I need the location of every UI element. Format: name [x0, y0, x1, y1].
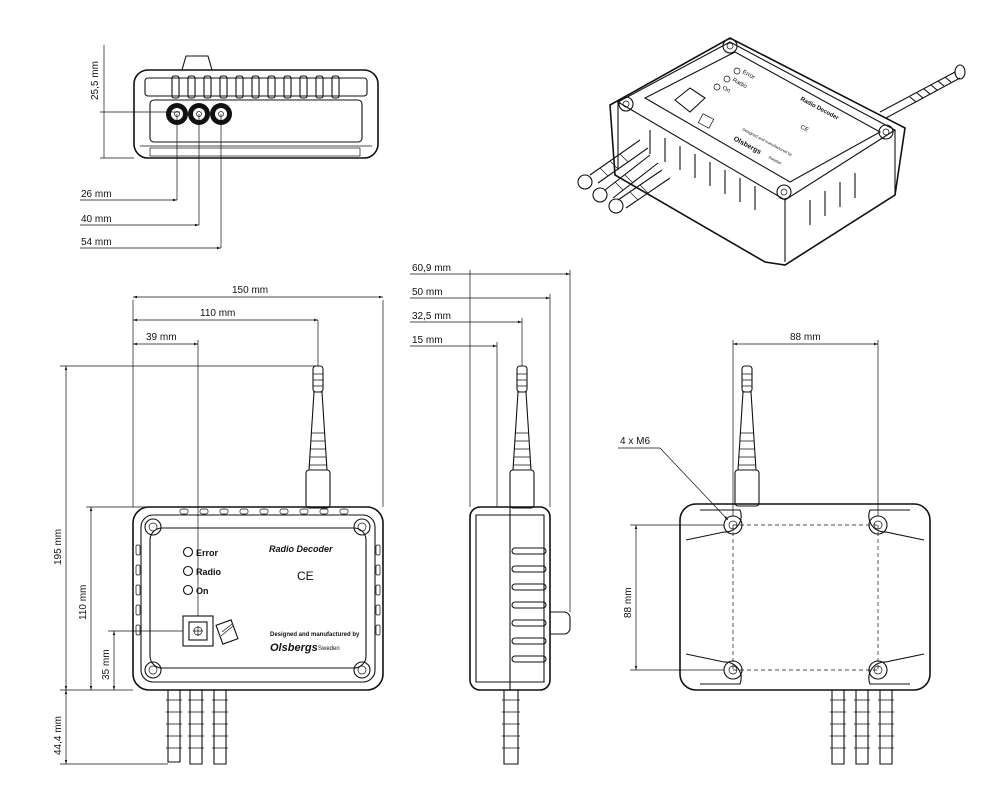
dim-front-195: 195 mm [53, 529, 64, 565]
back-antenna [734, 365, 760, 507]
top-view: 25,5 mm 26 mm 40 mm 54 mm [80, 45, 379, 250]
dim-front-110-w: 110 mm [200, 308, 235, 319]
dim-back-88-h: 88 mm [623, 587, 634, 618]
led-label-error: Error [196, 548, 219, 558]
iso-connectors [577, 139, 671, 214]
side-view: 60,9 mm 50 mm 32,5 mm 15 mm [410, 263, 571, 765]
antenna-base [181, 55, 213, 71]
dim-top-height: 25,5 mm [90, 61, 101, 100]
dim-back-88-w: 88 mm [790, 332, 821, 343]
iso-country: Sweden [768, 154, 783, 165]
antenna-front [305, 365, 331, 509]
side-slots [511, 547, 547, 663]
dim-side-15: 15 mm [412, 335, 443, 346]
dim-front-35: 35 mm [101, 649, 112, 680]
back-view: 88 mm 88 mm 4 x M6 [618, 332, 931, 765]
led-label-on: On [196, 586, 209, 596]
side-dimensions: 60,9 mm 50 mm 32,5 mm 15 mm [410, 263, 571, 612]
maker-line: Designed and manufactured by [270, 632, 360, 638]
approval-label-icon [215, 619, 239, 645]
country-label: Sweden [318, 646, 340, 652]
top-view-slots [171, 75, 340, 99]
dim-side-50: 50 mm [412, 287, 443, 298]
dim-top-54: 54 mm [81, 237, 112, 248]
front-top-slots [179, 508, 349, 515]
iso-side-slots [649, 130, 856, 225]
led-radio: Radio [182, 565, 222, 577]
iso-antenna [879, 64, 966, 119]
dim-front-44: 44,4 mm [53, 716, 64, 755]
side-button [550, 611, 571, 635]
dim-front-39: 39 mm [146, 332, 177, 343]
mounting-holes [723, 515, 888, 680]
top-view-dimensions: 25,5 mm 26 mm 40 mm 54 mm [80, 45, 222, 250]
iso-corner-holes [618, 38, 894, 200]
isometric-view: Error Radio On Radio Decoder CE Designed… [577, 37, 966, 266]
device-title: Radio Decoder [269, 544, 333, 554]
front-side-slots [135, 544, 381, 636]
side-antenna [509, 365, 535, 509]
dim-top-26: 26 mm [81, 189, 112, 200]
brand-logo: Olsbergs [270, 642, 318, 654]
led-label-radio: Radio [196, 567, 222, 577]
dim-side-32: 32,5 mm [412, 311, 451, 322]
iso-ce-mark: CE [799, 124, 809, 133]
back-dimensions: 88 mm 88 mm 4 x M6 [618, 332, 879, 671]
dim-top-40: 40 mm [81, 214, 112, 225]
dim-front-150: 150 mm [232, 285, 268, 296]
led-on: On [182, 584, 209, 596]
side-connector [502, 690, 520, 765]
iso-button [674, 87, 706, 113]
front-view: Error Radio On Radio Decoder CE Designed… [53, 285, 384, 765]
back-connectors [830, 690, 894, 765]
dim-side-60: 60,9 mm [412, 263, 451, 274]
front-corner-screws [144, 518, 371, 679]
led-error: Error [182, 546, 219, 558]
front-connectors [166, 690, 228, 765]
iso-led-label-on: On [721, 85, 731, 94]
holes-callout: 4 x M6 [620, 436, 650, 447]
front-dimensions: 150 mm 110 mm 39 mm 195 mm 110 mm 35 mm … [53, 285, 384, 765]
ce-mark: CE [297, 569, 314, 583]
iso-led-label-error: Error [741, 69, 756, 81]
dim-front-110-h: 110 mm [78, 585, 89, 620]
